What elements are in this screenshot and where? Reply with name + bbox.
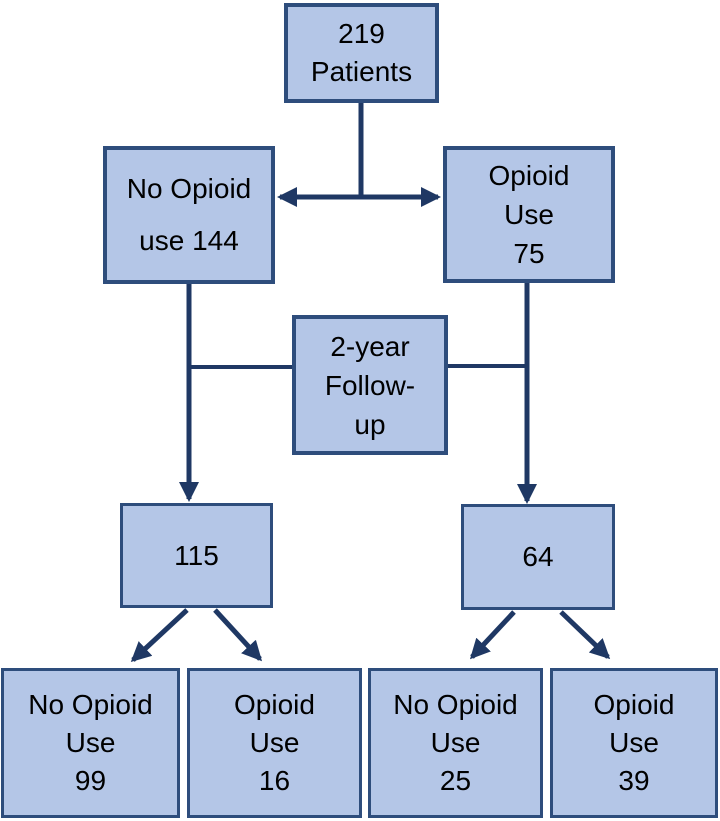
node-cohort-no-opioid-115: 115 [120, 503, 273, 608]
node-label-line: No Opioid [393, 689, 518, 720]
node-label-line: 64 [522, 541, 554, 572]
node-outcome-opioid-39: Opioid Use 39 [550, 668, 718, 818]
node-label-line: 2-year [330, 330, 410, 362]
node-label-line: Use [430, 727, 481, 758]
node-label-line: 39 [618, 765, 650, 796]
node-outcome-no-opioid-25: No Opioid Use 25 [368, 668, 543, 818]
node-label-line: 75 [513, 238, 545, 269]
node-label-line: 16 [258, 765, 291, 796]
edge-64-to-39-arrow [559, 610, 611, 660]
edge-64-to-25-arrow [469, 610, 516, 660]
node-opioid-use-75: Opioid Use 75 [443, 146, 615, 283]
node-no-opioid-use-144: No Opioid use 144 [103, 146, 275, 284]
node-label-line: up [354, 408, 386, 440]
node-label-line: 219 [338, 18, 385, 49]
node-label-line: 99 [74, 765, 107, 796]
node-cohort-opioid-64: 64 [461, 504, 615, 610]
node-label-line: Use [65, 727, 116, 758]
node-label-line: No Opioid [126, 173, 252, 204]
node-label-line: Use [504, 199, 554, 230]
edge-115-to-16-arrow [213, 608, 263, 662]
node-label-line: Use [609, 727, 659, 758]
node-label-line: use 144 [139, 225, 239, 256]
node-label-line: 25 [439, 765, 472, 796]
node-label-line: 115 [174, 539, 219, 571]
node-label-line: No Opioid [28, 689, 153, 720]
node-2-year-followup: 2-year Follow- up [292, 315, 448, 455]
edge-115-to-99-arrow [130, 608, 189, 663]
node-outcome-no-opioid-99: No Opioid Use 99 [1, 668, 180, 818]
node-total-patients: 219 Patients [284, 3, 439, 103]
node-outcome-opioid-16: Opioid Use 16 [187, 668, 362, 818]
node-label-line: Patients [310, 56, 413, 87]
node-label-line: Opioid [488, 160, 570, 191]
node-label-line: Opioid [593, 689, 675, 720]
node-label-line: Opioid [234, 689, 315, 720]
node-label-line: Follow- [324, 369, 416, 401]
node-label-line: Use [249, 727, 300, 758]
